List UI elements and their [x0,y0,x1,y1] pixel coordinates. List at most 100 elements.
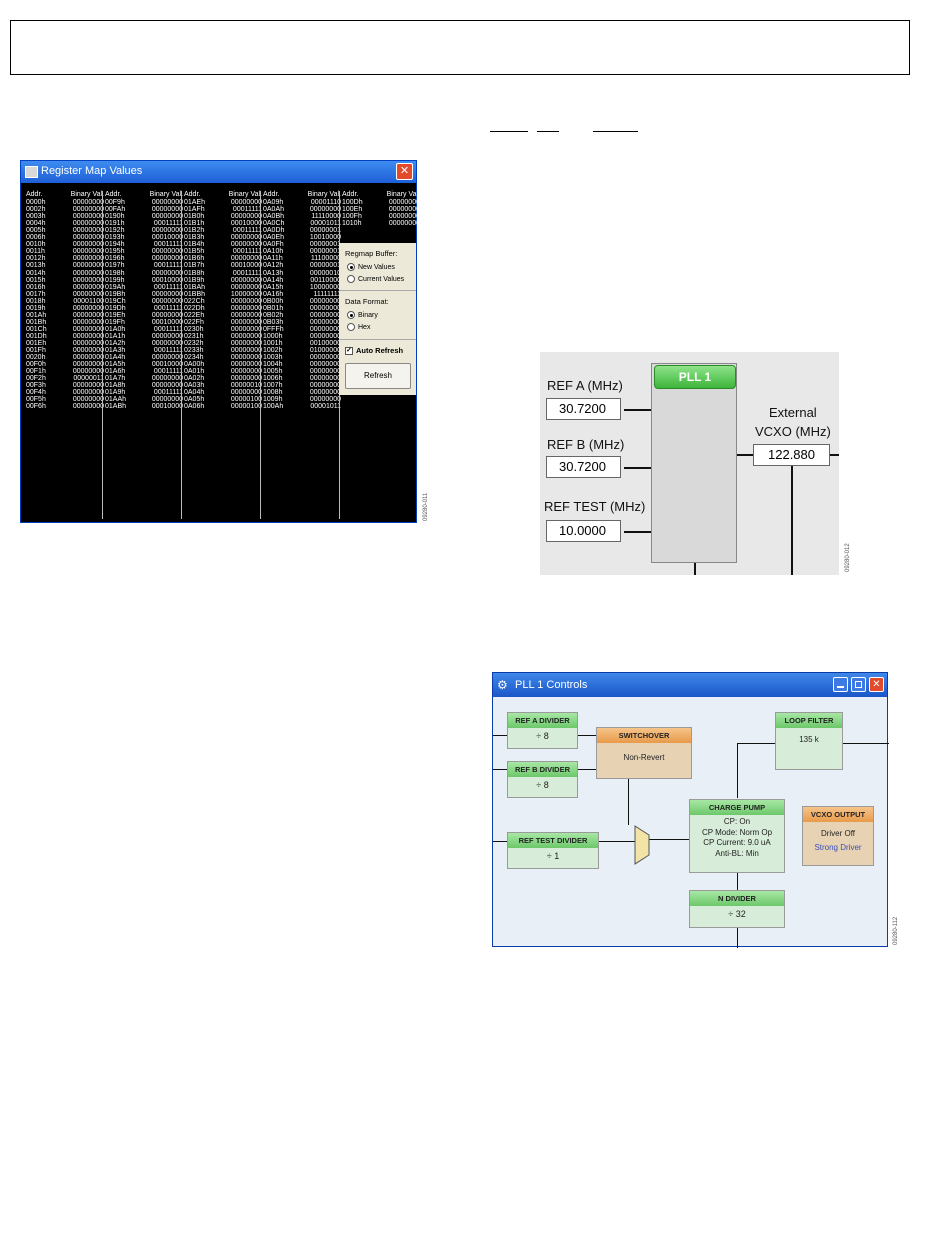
register-addr: 1007h [263,382,283,390]
register-addr: 0011h [26,248,45,256]
register-value: 00000000 [72,248,104,256]
switchover-block[interactable]: SWITCHOVER Non-Revert [596,727,692,779]
register-value: 00000000 [72,255,104,263]
register-addr: 0B00h [263,297,284,305]
register-addr: 01B0h [184,213,205,221]
register-value: 00000000 [309,325,341,333]
register-addr: 1006h [263,375,283,383]
radio-binary[interactable]: Binary [347,311,378,319]
n-divider-block[interactable]: N DIVIDER ÷ 32 [689,890,785,928]
ref-b-field[interactable]: 30.7200 [546,456,621,478]
column-divider [260,191,261,519]
register-value: 00000000 [151,311,183,319]
block-value: ÷ 32 [728,909,746,919]
block-value: ÷ 8 [536,731,549,741]
block-value: ÷ 1 [546,851,560,861]
register-value: 00000000 [72,325,104,333]
value-header: Binary Val. [149,191,183,198]
register-addr: 0002h [26,206,46,214]
block-value: 135 k [799,735,819,744]
close-icon[interactable]: ✕ [396,163,413,180]
close-icon[interactable]: ✕ [869,677,884,692]
register-value: 00011111 [232,248,262,256]
radio-selected-icon [347,263,355,271]
register-addr: 0010h [26,241,46,249]
register-value: 00000000 [151,199,183,207]
register-addr: 0190h [105,213,125,221]
register-addr: 00F3h [26,382,46,390]
ref-a-field[interactable]: 30.7200 [546,398,621,420]
register-addr: 0019h [26,304,46,312]
connector-line [628,779,629,825]
refresh-button[interactable]: Refresh [345,363,411,389]
register-value: 11100000 [310,255,341,263]
pll1-button[interactable]: PLL 1 [654,365,736,389]
register-value: 00000000 [151,382,183,390]
register-value: 00010000 [230,262,262,270]
vcxo-output-block[interactable]: VCXO OUTPUT Driver Off Strong Driver [802,806,874,866]
register-addr: 0006h [26,234,46,242]
charge-pump-block[interactable]: CHARGE PUMP CP: On CP Mode: Norm Op CP C… [689,799,785,873]
register-addr: 01B9h [184,276,205,284]
radio-new-values[interactable]: New Values [347,263,395,271]
register-addr: 022Fh [184,318,204,326]
register-value: 00011111 [153,220,183,228]
register-value: 00000000 [151,297,183,305]
register-value: 00000000 [72,290,104,298]
register-value: 10000000 [309,283,341,291]
loop-filter-block[interactable]: LOOP FILTER 135 k [775,712,843,770]
ref-test-field[interactable]: 10.0000 [546,520,621,542]
register-addr: 0199h [105,276,125,284]
cp-current: CP Current: 9.0 uA [703,838,771,847]
connector-line [737,454,753,456]
register-addr: 01A7h [105,375,126,383]
pll1-controls-window: ⚙ PLL 1 Controls ✕ REF A DIVIDER ÷ 8 REF… [492,672,889,948]
register-value: 00000000 [151,354,183,362]
register-value: 00010000 [151,234,183,242]
connector-line [624,531,651,533]
register-value: 00001011 [310,220,341,228]
radio-hex[interactable]: Hex [347,323,370,331]
minimize-icon[interactable] [833,677,848,692]
ref-test-divider-block[interactable]: REF TEST DIVIDER ÷ 1 [507,832,599,869]
column-divider [181,191,182,519]
auto-refresh-checkbox[interactable]: ✓Auto Refresh [345,346,404,355]
register-value: 00000000 [72,396,104,404]
ref-b-divider-block[interactable]: REF B DIVIDER ÷ 8 [507,761,578,798]
driver-strength: Strong Driver [814,843,862,852]
column-header: Addr.Binary Val. [184,191,262,198]
ref-a-divider-block[interactable]: REF A DIVIDER ÷ 8 [507,712,578,749]
vcxo-field[interactable]: 122.880 [753,444,830,466]
radio-current-values[interactable]: Current Values [347,275,404,283]
radio-icon [347,275,355,283]
register-value: 00000000 [72,339,104,347]
register-addr: 022Ch [184,297,205,305]
register-value: 00000000 [230,375,262,383]
maximize-icon[interactable] [851,677,866,692]
